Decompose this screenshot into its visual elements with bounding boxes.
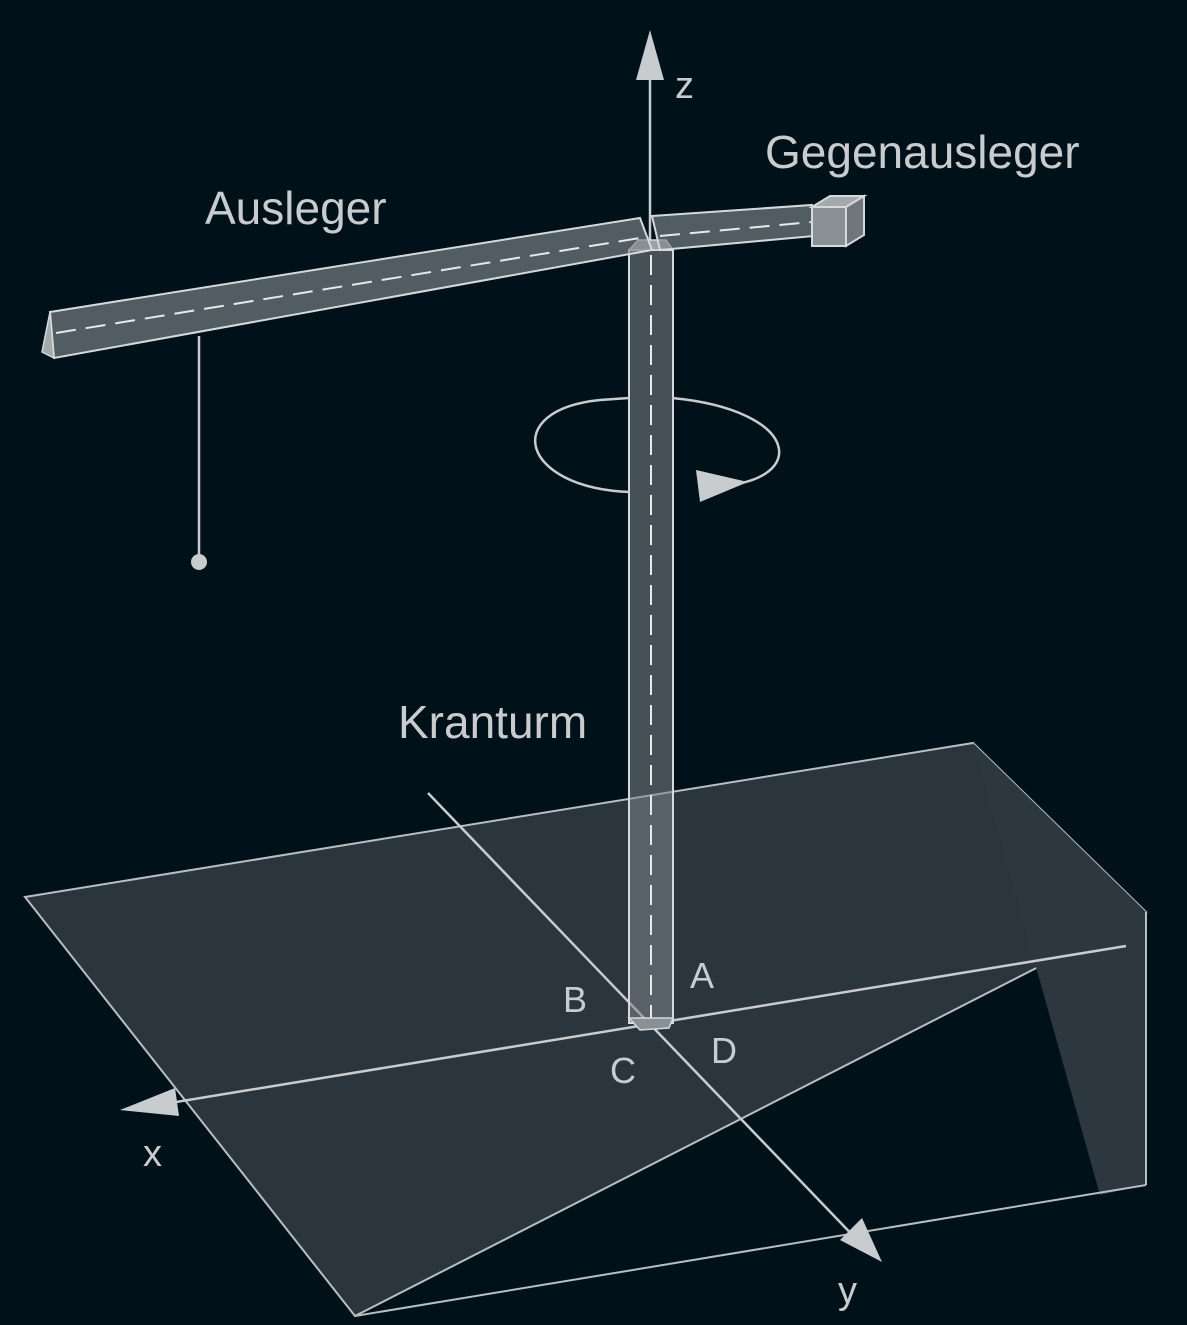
point-a-label: A: [690, 955, 714, 996]
boom-body: [48, 216, 654, 360]
tower-label: Kranturm: [398, 696, 587, 748]
boom-label: Ausleger: [205, 182, 387, 234]
x-axis-arrow: [120, 1088, 179, 1116]
counterweight-side: [845, 194, 865, 248]
z-axis-label: z: [675, 65, 694, 107]
hook-load-point: [191, 554, 207, 570]
rotation-indicator: [533, 396, 781, 502]
rotation-ellipse-back: [599, 396, 673, 402]
ground-top-face: [23, 741, 1148, 1318]
ground-block: [23, 741, 1148, 1318]
counter-boom-centerline: [659, 221, 813, 237]
boom-assembly: [41, 194, 868, 570]
z-axis-arrow: [636, 30, 664, 80]
tower: [627, 239, 675, 1031]
point-b-label: B: [563, 979, 587, 1020]
point-d-label: D: [711, 1030, 737, 1071]
counter-boom-label: Gegenausleger: [765, 126, 1080, 178]
rotation-ellipse: [533, 396, 781, 494]
rotation-arrow: [696, 470, 748, 502]
counterweight-front: [811, 206, 847, 247]
y-axis-arrow: [840, 1218, 882, 1262]
x-axis-label: x: [143, 1133, 162, 1175]
point-c-label: C: [610, 1050, 636, 1091]
tower-body: [628, 249, 674, 1024]
tower-base: [627, 1017, 675, 1031]
counter-boom-body: [650, 203, 816, 252]
boom-end-face: [41, 311, 55, 360]
y-axis-label: y: [838, 1270, 857, 1312]
ground-edge-bottom: [354, 1184, 1147, 1317]
boom-centerline: [55, 237, 641, 334]
ground-side-face: [973, 743, 1146, 1195]
